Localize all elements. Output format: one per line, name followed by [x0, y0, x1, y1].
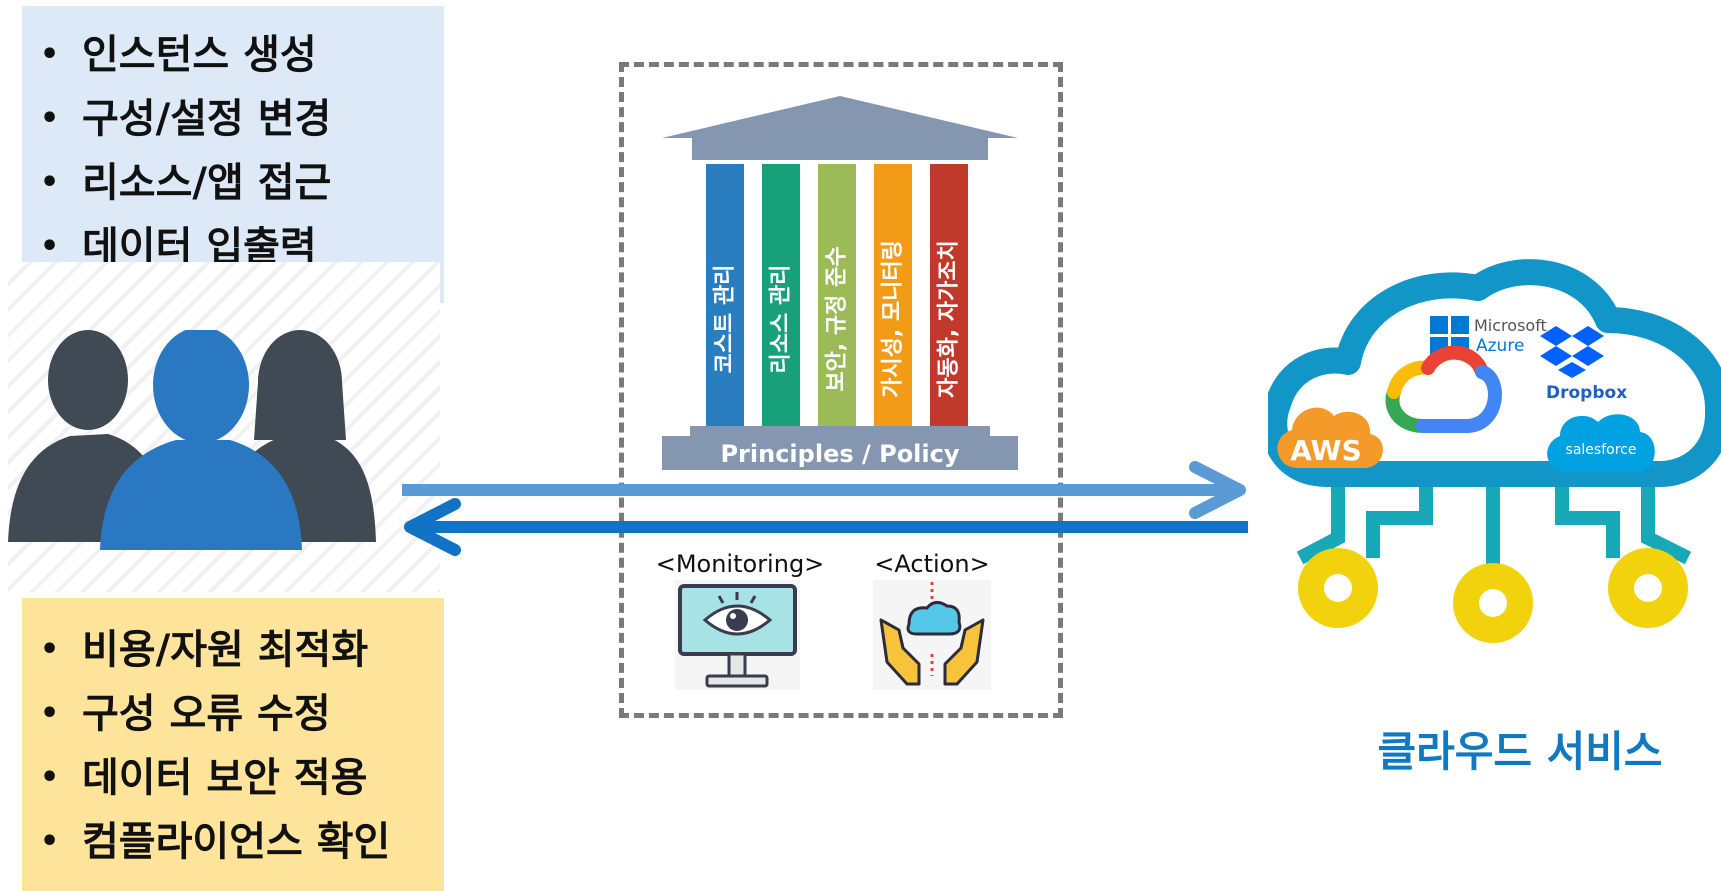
- pillar: [874, 164, 912, 426]
- google-cloud-logo: [1385, 345, 1502, 433]
- temple-roof: [662, 96, 1018, 138]
- governance-outcome-item: 비용/자원 최적화: [22, 618, 444, 682]
- pillar-label: 가시성, 모니터링: [881, 240, 906, 398]
- monitoring-caption: <Monitoring>: [655, 550, 825, 578]
- cloud-services-icon: Microsoft Azure Dropbox AWS salesforce: [1268, 259, 1721, 643]
- temple-base: [662, 436, 1018, 470]
- action-caption: <Action>: [874, 550, 990, 578]
- pillar-label: 자동화, 자가조치: [937, 240, 962, 398]
- pillar: [818, 164, 856, 426]
- governance-frame: [619, 62, 1063, 718]
- governance-outcomes-box: 비용/자원 최적화 구성 오류 수정 데이터 보안 적용 컴플라이언스 확인: [22, 598, 444, 891]
- user-actions-list: 인스턴스 생성 구성/설정 변경 리소스/앱 접근 데이터 입출력: [22, 23, 444, 279]
- user-action-item: 구성/설정 변경: [22, 87, 444, 151]
- flow-arrows: [402, 461, 1248, 556]
- pillar-label: 보안, 규정 준수: [825, 246, 850, 391]
- salesforce-logo: salesforce: [1547, 414, 1655, 472]
- temple-architrave: [692, 138, 988, 160]
- arrow-to-cloud: [402, 461, 1246, 519]
- temple-step: [690, 426, 990, 436]
- dropbox-logo: [1540, 326, 1604, 378]
- pillar: [706, 164, 744, 426]
- governance-outcome-item: 컴플라이언스 확인: [22, 810, 444, 874]
- azure-logo-line1: Microsoft: [1474, 316, 1547, 335]
- governance-outcome-item: 구성 오류 수정: [22, 682, 444, 746]
- monitoring-eye-icon: [675, 580, 800, 690]
- pillar-label: 리소스 관리: [769, 265, 794, 374]
- arrow-to-users: [404, 498, 1248, 556]
- user-action-item: 인스턴스 생성: [22, 23, 444, 87]
- aws-logo: AWS: [1277, 407, 1383, 468]
- governance-outcomes-list: 비용/자원 최적화 구성 오류 수정 데이터 보안 적용 컴플라이언스 확인: [22, 618, 444, 874]
- pillar: [762, 164, 800, 426]
- pillar: [930, 164, 968, 426]
- user-action-item: 리소스/앱 접근: [22, 151, 444, 215]
- temple-pillars: 코스트 관리 리소스 관리 보안, 규정 준수 가시성, 모니터링 자동화, 자가조치: [706, 164, 968, 426]
- salesforce-label: salesforce: [1566, 442, 1637, 458]
- pillar-label: 코스트 관리: [713, 265, 738, 374]
- governance-outcome-item: 데이터 보안 적용: [22, 746, 444, 810]
- azure-logo-line2: Azure: [1476, 336, 1524, 356]
- dropbox-label: Dropbox: [1546, 383, 1627, 403]
- temple-base-label: Principles / Policy: [720, 440, 959, 468]
- users-icon: [8, 330, 376, 550]
- cloud-service-title: 클라우드 서비스: [1377, 727, 1663, 776]
- action-hands-icon: [873, 580, 991, 690]
- aws-label: AWS: [1290, 434, 1361, 467]
- user-actions-box: 인스턴스 생성 구성/설정 변경 리소스/앱 접근 데이터 입출력: [22, 6, 444, 303]
